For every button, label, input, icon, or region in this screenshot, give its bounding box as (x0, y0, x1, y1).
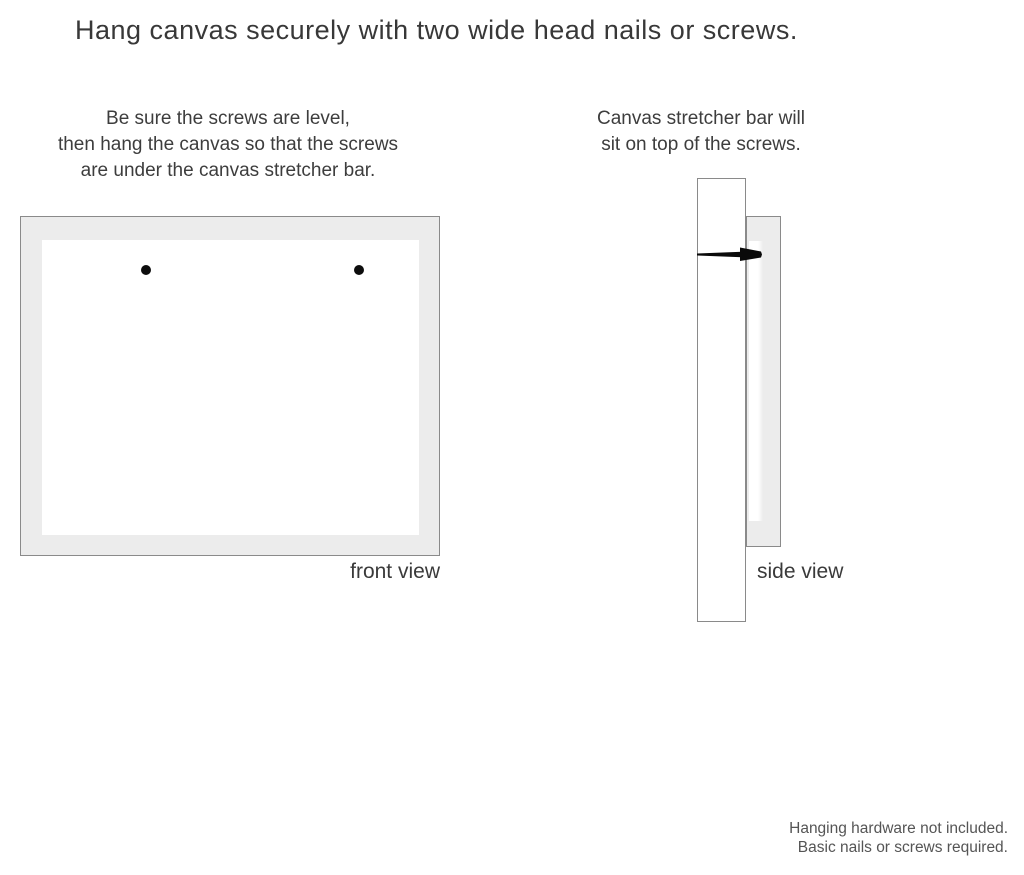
instruction-right: Canvas stretcher bar will sit on top of … (560, 106, 842, 158)
instruction-right-line2: sit on top of the screws. (601, 134, 801, 155)
footer-note-line1: Hanging hardware not included. (789, 820, 1008, 837)
footer-note: Hanging hardware not included. Basic nai… (789, 819, 1008, 857)
page-title: Hang canvas securely with two wide head … (75, 15, 798, 45)
side-view-label: side view (757, 560, 844, 583)
instruction-left: Be sure the screws are level, then hang … (20, 106, 436, 184)
instruction-left-line3: are under the canvas stretcher bar. (80, 160, 376, 181)
screw-dot-left (141, 265, 151, 275)
footer-note-line2: Basic nails or screws required. (797, 839, 1008, 856)
nail-icon (697, 247, 762, 261)
front-view-label: front view (350, 560, 440, 583)
instruction-right-line1: Canvas stretcher bar will (596, 108, 806, 129)
front-view-canvas-face (42, 240, 419, 535)
side-view-canvas-highlight (749, 241, 763, 521)
front-view-canvas-frame (20, 216, 440, 556)
instruction-left-line1: Be sure the screws are level, (106, 108, 350, 129)
side-view-canvas-edge (746, 216, 781, 547)
screw-dot-right (354, 265, 364, 275)
instruction-left-line2: then hang the canvas so that the screws (57, 134, 399, 155)
